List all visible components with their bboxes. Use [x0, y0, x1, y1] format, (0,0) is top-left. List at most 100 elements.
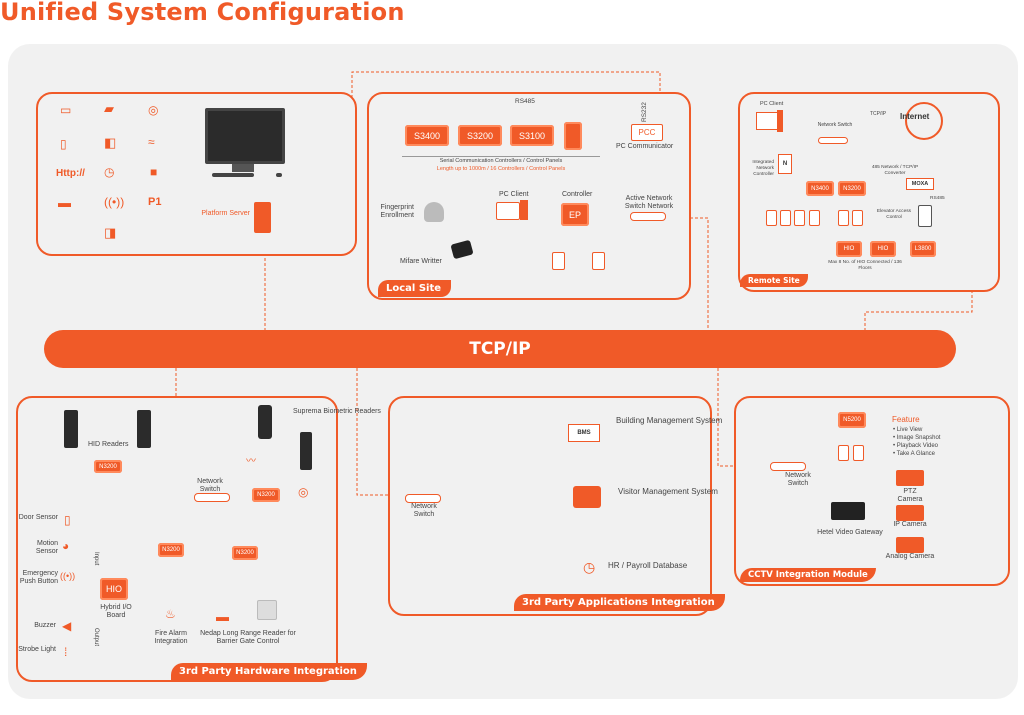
bms-device[interactable]: BMS	[568, 424, 600, 442]
controller-label: Controller	[562, 191, 593, 198]
reader-remote-4	[809, 210, 820, 226]
suprema-reader-1	[258, 405, 272, 439]
hid-reader-icon-1	[64, 410, 78, 448]
serial-caption: Serial Communication Controllers / Contr…	[439, 158, 563, 164]
tcpip-bus: TCP/IP	[44, 330, 956, 368]
suprema-label: Suprema Biometric Readers	[293, 408, 381, 415]
n3400-controller[interactable]: N3400	[806, 181, 834, 196]
fingerprint-scanner[interactable]	[424, 202, 444, 222]
l3800-controller[interactable]: L3800	[910, 241, 936, 257]
hw-n3200-suprema[interactable]: N3200	[252, 488, 280, 502]
mifare-label: Mifare Writter	[400, 258, 442, 265]
reader-remote-1	[766, 210, 777, 226]
analog-label: Analog Camera	[885, 553, 935, 560]
visitor-label: Visitor Management System	[618, 487, 718, 496]
analog-camera-icon	[896, 537, 924, 553]
fire-alarm-label: Fire Alarm Integration	[154, 630, 188, 646]
pcc-device[interactable]: PCC	[631, 124, 663, 141]
hw-n3200-nedap[interactable]: N3200	[232, 546, 258, 560]
monitor-stand	[232, 164, 254, 172]
max-hio-label: Max 8 No. of HIO Connected / 136 Floors	[828, 260, 902, 271]
feature-item-4: • Take A Glance	[893, 451, 936, 457]
elevator-keypad	[918, 205, 932, 227]
remote-rs485-label: RS485	[930, 196, 945, 201]
hw-fingerprint-icon: ◎	[298, 485, 309, 499]
rs485-label: RS485	[515, 98, 535, 105]
reader-local-2	[592, 252, 605, 270]
apps-network-switch[interactable]	[405, 494, 441, 503]
feature-item-1: • Live View	[893, 427, 923, 433]
converter-label: 485 Network / TCP/IP Converter	[871, 165, 919, 176]
buzzer-label: Buzzer	[34, 622, 56, 629]
remote-tower-icon	[777, 110, 783, 132]
ip-camera-icon	[896, 505, 924, 521]
remote-site-tag: Remote Site	[740, 274, 808, 287]
hw-network-switch[interactable]	[194, 493, 230, 502]
page-title: Unified System Configuration	[0, 0, 405, 26]
cctv-switch-label: Network Switch	[785, 472, 811, 488]
server-icon	[254, 202, 271, 233]
motion-sensor-icon: ◕	[62, 539, 70, 553]
cctv-network-switch[interactable]	[770, 462, 806, 471]
controller-s3200[interactable]: S3200	[458, 125, 502, 146]
serial-bracket	[402, 156, 600, 157]
hw-switch-label: Network Switch	[197, 478, 223, 494]
car-icon: ▬	[58, 195, 71, 210]
apps-panel	[388, 396, 712, 616]
hio-remote-2[interactable]: HIO	[870, 241, 896, 257]
network-switch-local[interactable]	[630, 212, 666, 221]
pc-tower-icon	[520, 200, 528, 220]
internet-label: Internet	[900, 112, 930, 121]
fingerprint-icon: ◎	[148, 103, 159, 117]
keypad-icon	[564, 122, 582, 150]
n3200-controller[interactable]: N3200	[838, 181, 866, 196]
video-gateway-icon	[831, 502, 865, 520]
cctv-tag: CCTV Integration Module	[740, 568, 876, 582]
active-switch-label: Active Network Switch Network	[624, 195, 674, 211]
fingerprint-label: Fingerprint Enrollment	[380, 204, 414, 220]
reader-remote-6	[852, 210, 863, 226]
http-icon: Http://	[56, 168, 85, 179]
pc-client-label: PC Client	[499, 191, 529, 198]
hw-n3200-fire[interactable]: N3200	[158, 543, 184, 557]
platform-server-label: Platform Server	[201, 210, 250, 217]
remote-tcpip-label: TCP/IP	[870, 111, 887, 117]
integrated-controller[interactable]: N	[778, 154, 792, 174]
remote-switch-label: Network Switch	[817, 122, 853, 128]
hw-car-icon: ▬	[216, 609, 229, 624]
suprema-reader-2	[300, 432, 312, 470]
door-icon: ▯	[60, 137, 67, 151]
reader-local-1	[552, 252, 565, 270]
elevator-label: Elevator Access Control	[876, 209, 912, 220]
reader-remote-5	[838, 210, 849, 226]
hw-n3200-hid[interactable]: N3200	[94, 460, 122, 473]
card-reader-icon: ▭	[60, 103, 72, 117]
monitor-icon	[205, 108, 285, 164]
controller-s3400[interactable]: S3400	[405, 125, 449, 146]
keyboard-icon	[212, 173, 254, 177]
strobe-label: Strobe Light	[18, 646, 56, 653]
platform-panel	[36, 92, 357, 256]
apps-tag: 3rd Party Applications Integration	[514, 594, 725, 611]
length-caption: Length up to 1000m / 16 Controllers / Co…	[436, 166, 566, 172]
input-label: Input	[93, 552, 100, 566]
ptz-camera-icon	[896, 470, 924, 486]
moxa-converter[interactable]: MOXA	[906, 178, 934, 190]
remote-pc-icon[interactable]	[756, 112, 778, 130]
n5200-controller[interactable]: N5200	[838, 412, 866, 428]
rs232-label: RS232	[641, 102, 648, 122]
reader-remote-2	[780, 210, 791, 226]
hio-remote-1[interactable]: HIO	[836, 241, 862, 257]
remote-network-switch[interactable]	[818, 137, 848, 144]
hybrid-label: Hybrid I/O Board	[100, 604, 132, 620]
controller-s3100[interactable]: S3100	[510, 125, 554, 146]
integrated-label: Integrated Network Controller	[752, 160, 774, 177]
reader-remote-3	[794, 210, 805, 226]
emergency-icon: ((•))	[60, 571, 76, 581]
ep-controller[interactable]: EP	[561, 203, 589, 226]
pc-client-icon[interactable]	[496, 202, 520, 220]
hardware-tag: 3rd Party Hardware Integration	[171, 663, 367, 680]
visitor-icon	[573, 486, 601, 508]
hio-board[interactable]: HIO	[100, 578, 128, 600]
hid-reader-icon-2	[137, 410, 151, 448]
